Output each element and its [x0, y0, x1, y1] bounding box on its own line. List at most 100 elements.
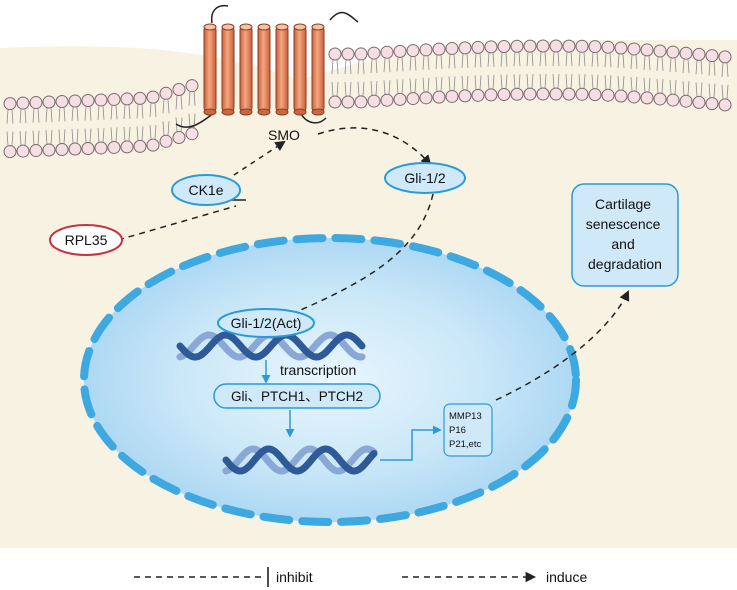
lipid-head — [588, 88, 602, 102]
receptor-helix-base — [221, 108, 235, 116]
receptor-helix-base — [311, 108, 325, 116]
lipid-head — [42, 95, 56, 109]
lipid-tail — [604, 53, 612, 68]
lipid-head — [107, 92, 121, 106]
lipid-head — [120, 92, 134, 106]
lipid-head — [705, 97, 719, 111]
lipid-head — [653, 44, 667, 58]
lipid-head — [159, 86, 173, 100]
lipid-head — [653, 92, 667, 106]
cell-membrane — [3, 39, 732, 159]
lipid-head — [445, 41, 459, 55]
lipid-tail — [526, 52, 534, 67]
lipid-tail — [487, 74, 495, 89]
lipid-tail — [110, 127, 118, 142]
gene-box-label: Gli、PTCH1、PTCH2 — [231, 389, 363, 404]
dna-strand — [176, 331, 366, 361]
dna-to-targets-arrow — [380, 425, 442, 461]
receptor-helix-cap — [257, 23, 271, 31]
lipid-tail — [604, 75, 612, 90]
receptor-helix — [239, 25, 253, 113]
nuclear-envelope — [80, 234, 580, 526]
lipid-head — [575, 39, 589, 53]
receptor-helix-cap — [275, 23, 289, 31]
lipid-head — [354, 47, 368, 61]
legend-inhibit-label: inhibit — [276, 569, 313, 585]
lipid-head — [679, 46, 693, 60]
lipid-head — [549, 87, 563, 101]
receptor-c-terminus — [329, 11, 359, 23]
lipid-head — [718, 98, 732, 112]
lipid-head — [354, 95, 368, 109]
lipid-tail — [136, 126, 144, 141]
lipid-head — [380, 93, 394, 107]
lipid-head — [419, 91, 433, 105]
lipid-tail — [448, 54, 456, 69]
receptor-helix — [275, 25, 289, 113]
lipid-head — [679, 94, 693, 108]
lipid-head — [341, 95, 355, 109]
gli-active-node: Gli-1/2(Act) — [217, 308, 315, 338]
lipid-tail — [474, 75, 482, 90]
receptor-helix-cap — [239, 23, 253, 31]
lipid-head — [367, 46, 381, 60]
lipid-head — [29, 144, 43, 158]
lipid-head — [588, 40, 602, 54]
lipid-head — [120, 140, 134, 154]
lipid-head — [497, 88, 511, 102]
lipid-head — [692, 47, 706, 61]
lipid-head — [718, 50, 732, 64]
lipid-head — [419, 43, 433, 57]
lipid-tail — [32, 108, 40, 123]
rpl35-node: RPL35 — [49, 224, 123, 256]
receptor-helix — [221, 25, 235, 113]
lipid-tail — [162, 121, 170, 136]
lipid-head — [640, 91, 654, 105]
lipid-tail — [45, 130, 53, 145]
lipid-head — [575, 87, 589, 101]
lipid-head — [432, 42, 446, 56]
cartilage-line-3: and — [611, 236, 634, 252]
lipid-tail — [136, 104, 144, 119]
lipid-tail — [32, 130, 40, 145]
lipid-head — [458, 41, 472, 55]
lipid-tail — [409, 56, 417, 71]
lipid-tail — [409, 78, 417, 93]
lipid-head — [146, 90, 160, 104]
gli-cytoplasm-label: Gli-1/2 — [404, 170, 445, 186]
lipid-head — [458, 89, 472, 103]
gli-cytoplasm-node: Gli-1/2 — [384, 162, 466, 194]
lipid-head — [146, 138, 160, 152]
lipid-tail — [513, 74, 521, 89]
svg-text:MMP13 P16 P21,etc: MMP13 P16 P21,etc — [449, 411, 484, 450]
receptor-helix-cap — [311, 23, 325, 31]
lipid-head — [55, 143, 69, 157]
lipid-head — [393, 92, 407, 106]
lipid-tail — [6, 131, 14, 146]
lipid-tail — [344, 59, 352, 75]
lipid-tail — [149, 125, 157, 140]
gli-active-label: Gli-1/2(Act) — [231, 315, 302, 331]
lipid-head — [627, 42, 641, 56]
lipid-head — [523, 87, 537, 101]
smo-label: SMO — [268, 127, 300, 143]
lipid-tail — [591, 52, 599, 67]
lipid-tail — [396, 79, 404, 94]
lipid-head — [185, 79, 199, 93]
lipid-tail — [617, 54, 625, 69]
lipid-head — [55, 95, 69, 109]
lipid-tail — [97, 105, 105, 120]
receptor-helix-base — [275, 108, 289, 116]
lipid-tail — [708, 83, 716, 98]
lipid-tail — [123, 104, 131, 119]
lipid-head — [172, 130, 186, 144]
lipid-head — [705, 49, 719, 63]
lipid-tail — [630, 54, 638, 69]
lipid-head — [328, 47, 342, 61]
lipid-tail — [58, 107, 66, 122]
lipid-head — [549, 39, 563, 53]
lipid-tail — [344, 81, 352, 97]
lipid-head — [536, 87, 550, 101]
lipid-tail — [656, 56, 664, 71]
